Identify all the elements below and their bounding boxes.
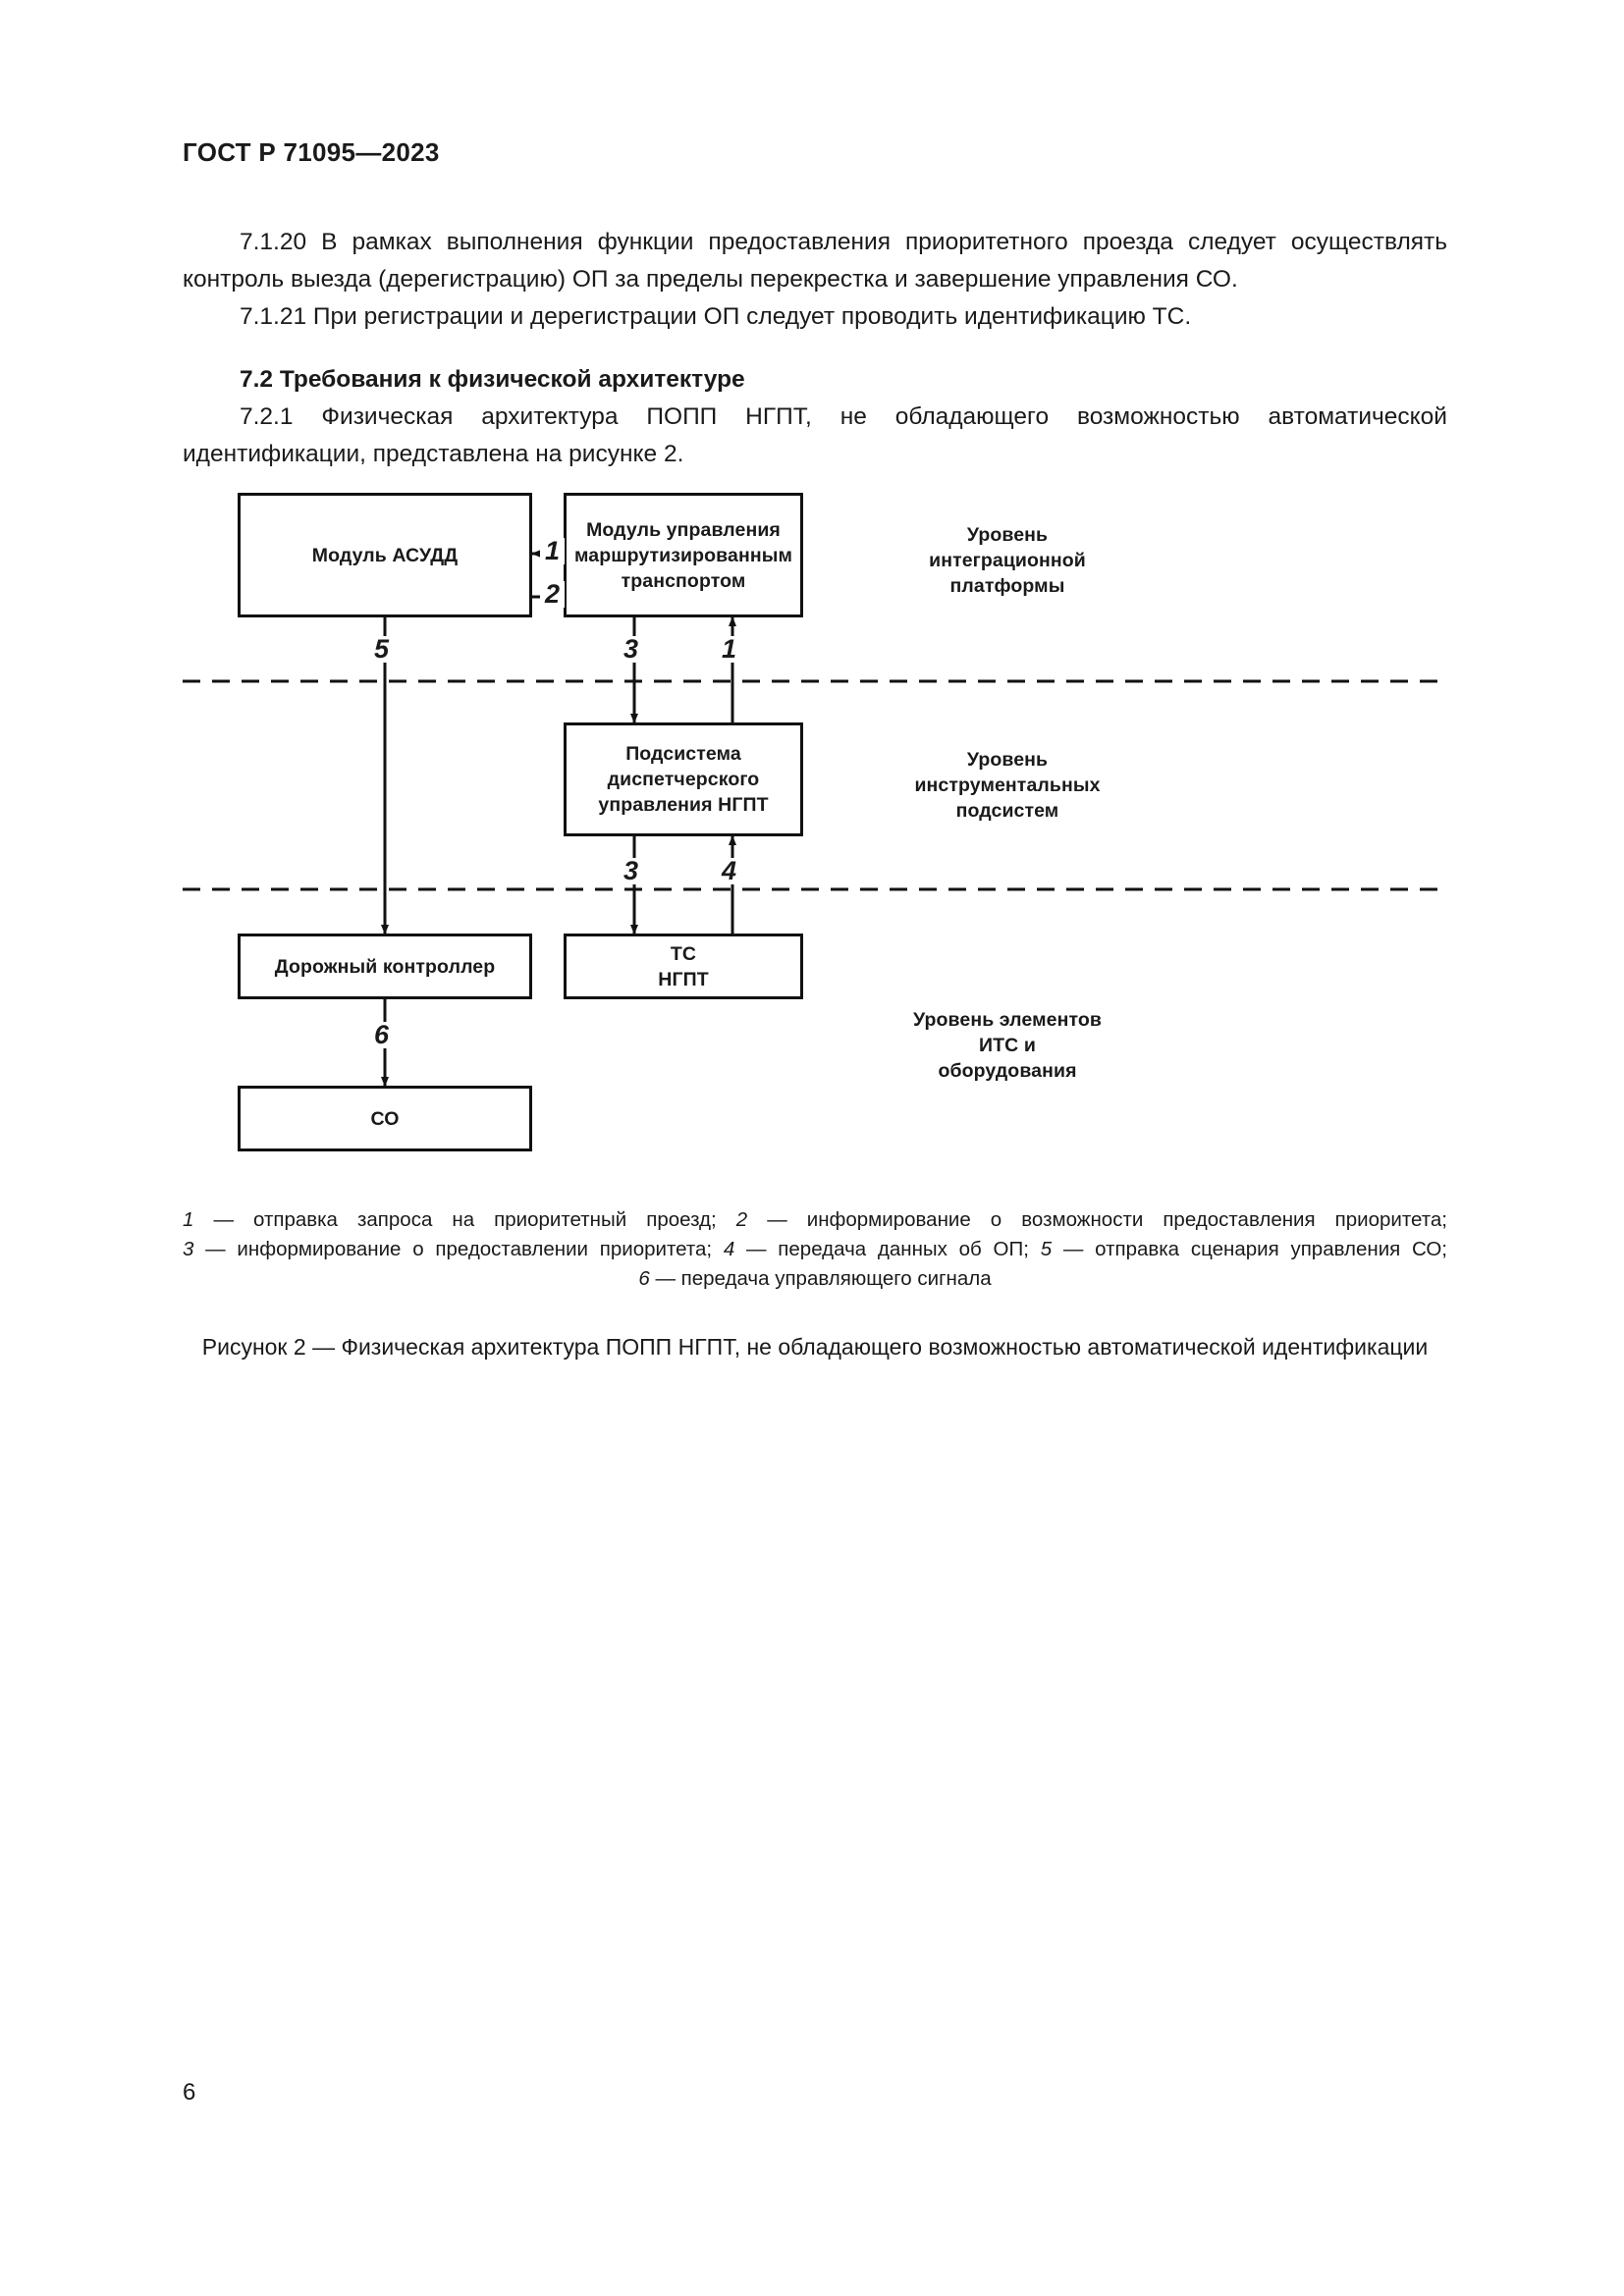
- figure-2: Модуль АСУДД Модуль управления маршрутиз…: [183, 487, 1447, 1174]
- legend-line-3: 6 — передача управляющего сигнала: [638, 1267, 992, 1290]
- edge-label-1-upper: 1: [717, 636, 742, 663]
- node-road-controller: Дорожный контроллер: [238, 934, 532, 999]
- figure-caption: Рисунок 2 — Физическая архитектура ПОПП …: [201, 1334, 1429, 1360]
- edge-label-1-top: 1: [540, 538, 566, 564]
- node-asudd-module: Модуль АСУДД: [238, 493, 532, 617]
- section-heading-7-2: 7.2 Требования к физической архитектуре: [240, 366, 745, 393]
- edge-label-5-left: 5: [369, 636, 395, 663]
- node-so: СО: [238, 1086, 532, 1151]
- figure-legend: 1 — отправка запроса на приоритетный про…: [183, 1205, 1447, 1294]
- legend-line-2: 3 — информирование о предоставлении прио…: [183, 1238, 1448, 1260]
- layer-label-instrumental-subsystems: Уровень инструментальных подсистем: [914, 749, 1101, 822]
- edge-label-3-upper: 3: [619, 636, 644, 663]
- paragraph-7-2-1: 7.2.1 Физическая архитектура ПОПП НГПТ, …: [183, 403, 1447, 467]
- node-dispatch-subsystem: Подсистема диспетчерского управления НГП…: [564, 722, 803, 836]
- edge-label-2-top: 2: [540, 581, 566, 608]
- node-routed-transport-module-label: Модуль управления маршрутизированным тра…: [574, 518, 792, 592]
- node-so-label: СО: [370, 1107, 400, 1130]
- page-number: 6: [183, 2079, 196, 2106]
- layer-label-integration-platform: Уровень интеграционной платформы: [929, 524, 1086, 597]
- edge-label-4-lower: 4: [717, 858, 742, 884]
- node-routed-transport-module: Модуль управления маршрутизированным тра…: [564, 493, 803, 617]
- node-tc-ngpt-label: ТС НГПТ: [658, 942, 709, 990]
- architecture-diagram: Модуль АСУДД Модуль управления маршрутиз…: [183, 487, 1447, 1174]
- paragraph-7-1-20: 7.1.20 В рамках выполнения функции предо…: [183, 229, 1447, 293]
- legend-line-1: 1 — отправка запроса на приоритетный про…: [183, 1208, 1448, 1231]
- page-title: ГОСТ Р 71095—2023: [183, 137, 440, 167]
- paragraph-7-1-21: 7.1.21 При регистрации и дерегистрации О…: [240, 303, 1192, 330]
- body-text-block: 7.1.20 В рамках выполнения функции предо…: [183, 224, 1447, 473]
- node-road-controller-label: Дорожный контроллер: [274, 955, 496, 978]
- node-tc-ngpt: ТС НГПТ: [564, 934, 803, 999]
- layer-label-its-elements: Уровень элементов ИТС и оборудования: [913, 1009, 1102, 1082]
- node-dispatch-subsystem-label: Подсистема диспетчерского управления НГП…: [598, 743, 769, 816]
- edge-label-6-bottom: 6: [369, 1022, 395, 1048]
- node-asudd-module-label: Модуль АСУДД: [311, 544, 459, 566]
- edge-label-3-lower: 3: [619, 858, 644, 884]
